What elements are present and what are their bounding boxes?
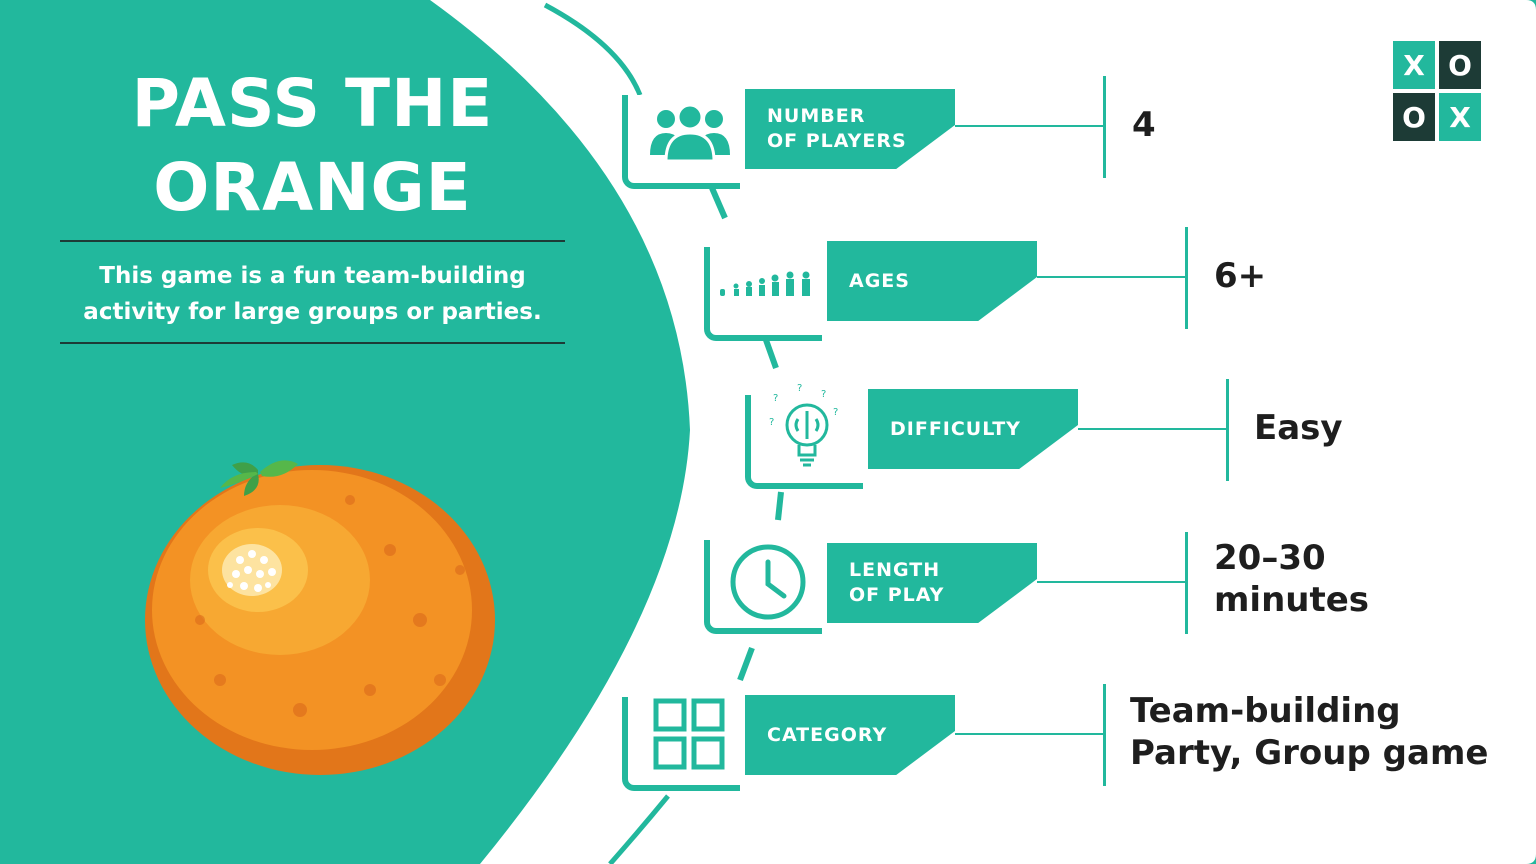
orange-illustration — [145, 460, 495, 775]
category-grid-icon — [653, 698, 725, 770]
game-description: This game is a fun team-building activit… — [83, 263, 542, 325]
logo-cell: X — [1393, 41, 1435, 89]
label-text: AGES — [849, 269, 910, 292]
title-line-2: ORANGE — [153, 149, 472, 226]
divider-bottom — [60, 342, 565, 344]
svg-text:?: ? — [833, 407, 838, 418]
value-divider — [1226, 379, 1229, 481]
label-text: LENGTH OF PLAY — [849, 559, 945, 606]
label-text: CATEGORY — [767, 723, 888, 746]
svg-text:?: ? — [773, 393, 778, 404]
value-number-of-players: 4 — [1132, 105, 1156, 145]
value-divider — [1103, 76, 1106, 178]
label-text: NUMBER OF PLAYERS — [767, 105, 907, 152]
value-category: Team-building Party, Group game — [1130, 691, 1489, 773]
clock-icon — [730, 544, 806, 620]
value-divider — [1185, 227, 1188, 329]
length-icon-box — [704, 540, 822, 634]
label-text: DIFFICULTY — [890, 417, 1021, 440]
connector-line — [955, 733, 1105, 735]
connector-line — [1037, 276, 1187, 278]
category-icon-box — [622, 697, 740, 791]
logo-cell: O — [1439, 41, 1481, 89]
value-difficulty: Easy — [1254, 408, 1343, 448]
connector-line — [1078, 428, 1228, 430]
svg-text:?: ? — [797, 383, 802, 394]
value-divider — [1103, 684, 1106, 786]
svg-text:?: ? — [821, 389, 826, 400]
value-length-of-play: 20–30 minutes — [1214, 538, 1370, 620]
value-ages: 6+ — [1214, 256, 1267, 296]
page-title: PASS THE ORANGE — [60, 62, 565, 230]
lightbulb-brain-icon: ????? — [769, 383, 838, 467]
group-of-people-icon — [650, 103, 730, 163]
age-progression-figures-icon — [720, 271, 810, 296]
connector-line — [1037, 581, 1187, 583]
ages-icon-box — [704, 247, 822, 341]
title-line-1: PASS THE — [131, 65, 494, 142]
logo-cell: X — [1439, 93, 1481, 141]
difficulty-icon-box: ????? — [745, 383, 863, 489]
brand-logo: X O O X — [1393, 41, 1481, 141]
connector-line — [955, 125, 1105, 127]
value-divider — [1185, 532, 1188, 634]
players-icon-box — [622, 95, 740, 189]
divider-top — [60, 240, 565, 242]
logo-cell: O — [1393, 93, 1435, 141]
svg-text:?: ? — [769, 417, 774, 428]
